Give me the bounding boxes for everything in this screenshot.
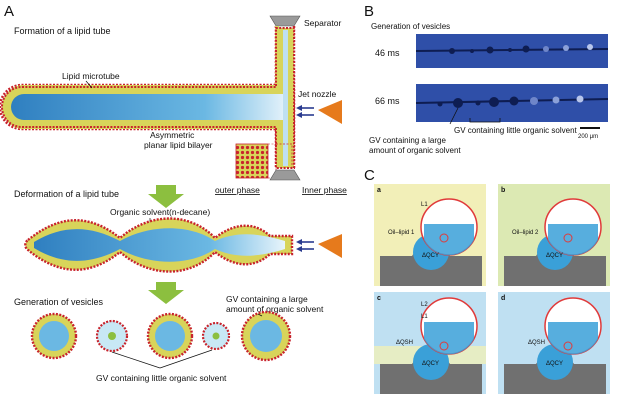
sub-c-l1-label: L1 <box>421 314 428 320</box>
panel-b-letter: B <box>364 3 374 20</box>
bilayer-label-2: planar lipid bilayer <box>144 140 213 150</box>
jet-nozzle-label: Jet nozzle <box>298 89 337 99</box>
jet-arrowhead-2 <box>296 112 302 118</box>
sub-a-letter: a <box>377 187 381 194</box>
sub-a-dq-label: ΔQCY <box>422 253 439 259</box>
gv-little-pointer-1 <box>111 351 161 369</box>
gv-little-pointer-2 <box>159 349 213 369</box>
micrograph-46ms <box>415 34 609 68</box>
sub-d-letter: d <box>501 295 505 302</box>
sub-c-letter: c <box>377 295 381 302</box>
outer-phase-label: outer phase <box>215 185 260 195</box>
subpanel-d <box>498 292 610 394</box>
vesicle-large-2 <box>146 312 194 360</box>
subpanel-b <box>498 184 610 286</box>
jet-arrowhead-3 <box>296 239 302 245</box>
sub-c-dq-cy-label: ΔQCY <box>422 361 439 367</box>
sub-d-dq-sh-label: ΔQSH <box>528 340 545 346</box>
vesicle-small-2 <box>201 321 231 351</box>
deformed-tube <box>24 217 294 273</box>
time-label-1: 46 ms <box>375 48 400 58</box>
sub-c-dq-sh-label: ΔQSH <box>396 340 413 346</box>
jet-nozzle-icon-2 <box>318 234 342 258</box>
gv-large-label-1: GV containing a large <box>226 294 308 304</box>
oil-lipid-1-label: Oil–lipid 1 <box>388 230 415 236</box>
gv-large-label-2: amount of organic solvent <box>226 304 324 314</box>
lipid-tube-formation <box>0 26 296 169</box>
inner-phase-label: Inner phase <box>302 185 347 195</box>
deformation-title: Deformation of a lipid tube <box>14 189 119 199</box>
gv-little-label: GV containing little organic solvent <box>96 373 227 383</box>
vesicle-small-1 <box>95 319 129 353</box>
green-arrow-2 <box>148 282 184 304</box>
sub-a-l1-label: L1 <box>421 202 428 208</box>
green-arrow-1 <box>148 185 184 208</box>
microtube-label: Lipid microtube <box>62 71 120 81</box>
separator-label: Separator <box>304 18 341 28</box>
formation-title: Formation of a lipid tube <box>14 26 111 36</box>
jet-arrowhead-1 <box>296 105 302 111</box>
vesicle-large-3 <box>240 310 292 362</box>
jet-nozzle-icon <box>318 100 342 124</box>
time-label-2: 66 ms <box>375 96 400 106</box>
separator-top <box>269 15 301 27</box>
separator-bottom <box>269 169 301 181</box>
subpanel-a <box>374 184 486 286</box>
scale-label: 200 μm <box>578 134 598 140</box>
b-gv-large-label-2: amount of organic solvent <box>369 146 461 155</box>
b-little-bracket <box>469 118 501 123</box>
oil-lipid-2-label: Oil–lipid 2 <box>512 230 539 236</box>
bilayer-label-1: Asymmetric <box>150 130 195 140</box>
micrograph-66ms <box>415 84 609 122</box>
sub-c-l2-label: L2 <box>421 302 428 308</box>
microtube-pointer <box>85 80 93 89</box>
subpanel-c <box>374 292 486 394</box>
b-gv-large-label-1: GV containing a large <box>369 136 446 145</box>
vesicle-large-1 <box>30 312 78 360</box>
panel-a-letter: A <box>4 3 14 20</box>
jet-arrowhead-4 <box>296 246 302 252</box>
sub-d-dq-cy-label: ΔQCY <box>546 361 563 367</box>
panel-b-title: Generation of vesicles <box>371 22 450 31</box>
gv-large-pointer <box>257 313 263 317</box>
b-large-pointer <box>449 107 459 125</box>
organic-solvent-label: Organic solvent(n-decane) <box>110 207 210 217</box>
bilayer-inset <box>235 143 269 179</box>
generation-title: Generation of vesicles <box>14 297 104 307</box>
b-gv-little-label: GV containing little organic solvent <box>454 126 578 135</box>
panel-c-letter: C <box>364 167 375 184</box>
sub-b-letter: b <box>501 187 505 194</box>
sub-b-dq-label: ΔQCY <box>546 253 563 259</box>
